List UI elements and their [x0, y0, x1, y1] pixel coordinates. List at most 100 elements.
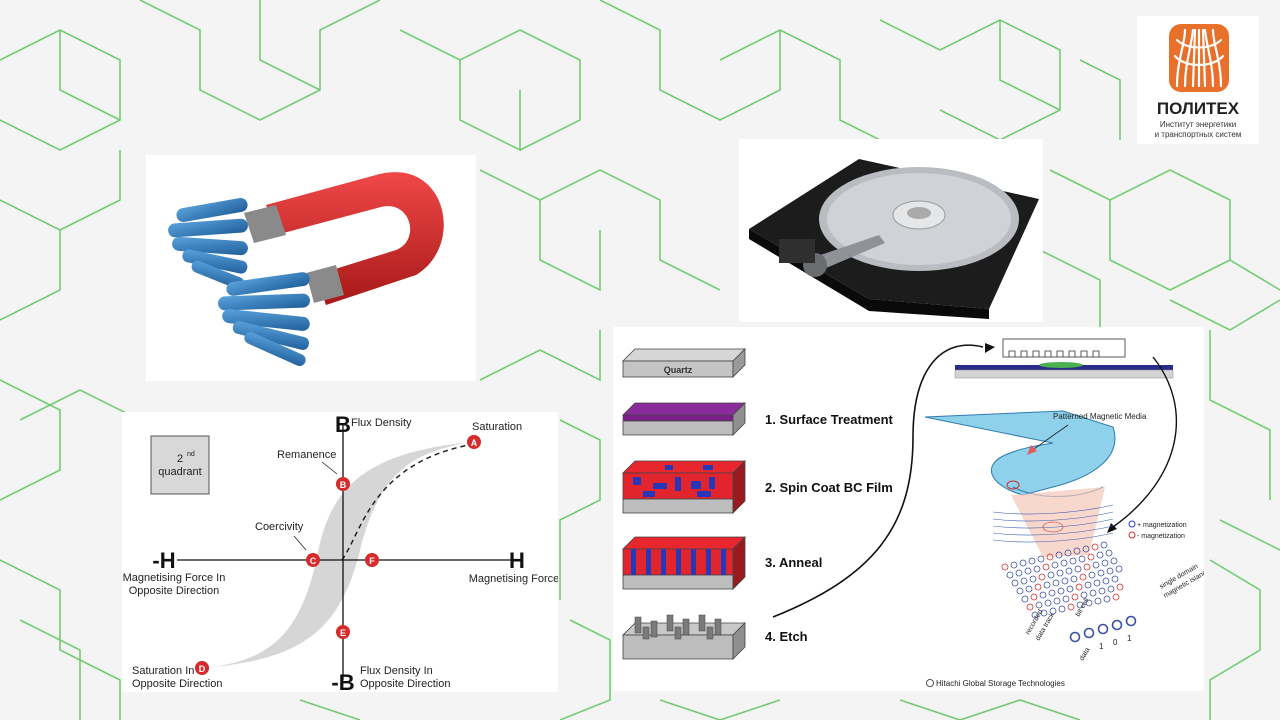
- island-dot: [1073, 547, 1081, 555]
- remanence-label: Remanence: [277, 449, 336, 461]
- island-dot: [1088, 571, 1096, 579]
- island-dot: [1105, 549, 1113, 557]
- step2-label: 2. Spin Coat BC Film: [765, 480, 893, 495]
- magnetising-force-opp-label-1: Magnetising Force In: [123, 572, 226, 584]
- svg-text:B: B: [340, 480, 347, 490]
- island-dot: [1055, 551, 1063, 559]
- island-dot: [1112, 593, 1120, 601]
- bit-1-label: 1: [1099, 642, 1104, 651]
- magnetising-force-opp-label-2: Opposite Direction: [129, 585, 220, 597]
- spin-coat-block: [622, 460, 746, 514]
- saturation-label: Saturation: [472, 421, 522, 433]
- island-dot: [1078, 555, 1086, 563]
- recorded-bit-dot: [1083, 627, 1095, 639]
- hysteresis-loop-diagram: 2 nd quadrant B Flux Density -B Flux Den…: [122, 412, 558, 692]
- island-dot: [1044, 599, 1052, 607]
- island-dot: [1049, 607, 1057, 615]
- axis-b-label: B: [335, 412, 351, 437]
- island-dot: [1103, 595, 1111, 603]
- island-dot: [1098, 587, 1106, 595]
- island-dot: [1062, 595, 1070, 603]
- island-dot: [1015, 569, 1023, 577]
- recorded-bit-dot: [1125, 615, 1137, 627]
- point-c-marker: C: [306, 553, 320, 567]
- island-dot: [1038, 573, 1046, 581]
- surface-treatment-block: [622, 402, 746, 436]
- island-dot: [1110, 557, 1118, 565]
- island-dot: [1016, 587, 1024, 595]
- etch-block: [622, 614, 746, 660]
- island-dot: [1089, 589, 1097, 597]
- recorded-bit-dot: [1069, 631, 1081, 643]
- island-dot: [1106, 567, 1114, 575]
- flux-density-opp-label-2: Opposite Direction: [360, 678, 451, 690]
- patterned-media-label: Patterned Magnetic Media: [1053, 412, 1147, 421]
- magnetic-hands-icon: [168, 197, 310, 366]
- saturation-opp-label-1: Saturation In: [132, 665, 194, 677]
- point-f-marker: F: [365, 553, 379, 567]
- island-dot: [1092, 561, 1100, 569]
- island-dot: [1091, 543, 1099, 551]
- hard-drive-icon: [749, 159, 1039, 319]
- quadrant-word: quadrant: [158, 466, 201, 478]
- island-dot: [1047, 571, 1055, 579]
- island-dot: [1011, 579, 1019, 587]
- minus-magnetization-label: - magnetization: [1137, 533, 1185, 540]
- island-dot: [1100, 541, 1108, 549]
- patterned-media-process-diagram: Quartz 1. Surface Treatment 2. Spin Coat…: [613, 327, 1204, 691]
- island-dot: [1084, 581, 1092, 589]
- logo-line2: и транспортных систем: [1155, 130, 1242, 139]
- process-flow-arrow: [772, 344, 984, 618]
- island-dot: [1058, 605, 1066, 613]
- island-dot: [1083, 563, 1091, 571]
- recorded-bit-dot: [1111, 619, 1123, 631]
- bit-3-label: 1: [1127, 634, 1132, 643]
- island-dot: [1065, 567, 1073, 575]
- island-dot: [1061, 577, 1069, 585]
- plus-magnetization-label: + magnetization: [1137, 522, 1187, 529]
- island-dot: [1057, 587, 1065, 595]
- island-dot: [1111, 575, 1119, 583]
- island-dot: [1094, 597, 1102, 605]
- island-dot: [1075, 583, 1083, 591]
- island-dot: [1031, 611, 1039, 619]
- quartz-substrate-block: Quartz: [622, 348, 746, 378]
- island-dot: [1102, 577, 1110, 585]
- island-dot: [1043, 581, 1051, 589]
- magnet-icon: [244, 172, 444, 305]
- island-dot: [1093, 579, 1101, 587]
- island-dot: [1116, 583, 1124, 591]
- quadrant-num: 2: [177, 453, 183, 465]
- point-b-marker: B: [336, 477, 350, 491]
- island-dot: [1076, 601, 1084, 609]
- island-dot: [1087, 553, 1095, 561]
- step4-label: 4. Etch: [765, 629, 808, 644]
- track-closeup: [992, 504, 1114, 543]
- bit-2-label: 0: [1113, 638, 1118, 647]
- horseshoe-magnet-image: [146, 155, 476, 381]
- island-dot: [1064, 549, 1072, 557]
- flux-density-opp-label-1: Flux Density In: [360, 665, 433, 677]
- initial-magnetization-curve: [341, 443, 475, 561]
- axis-h-label: H: [509, 548, 525, 573]
- saturation-opp-label-2: Opposite Direction: [132, 678, 223, 690]
- island-dot: [1097, 569, 1105, 577]
- island-dot: [1115, 565, 1123, 573]
- point-e-marker: E: [336, 625, 350, 639]
- island-dot: [1069, 557, 1077, 565]
- magnetising-force-label: Magnetising Force: [469, 573, 558, 585]
- axis-neg-b-label: -B: [331, 670, 354, 692]
- hysteresis-loop: [202, 442, 472, 668]
- politech-logo: ПОЛИТЕХ Институт энергетики и транспортн…: [1137, 16, 1259, 144]
- island-dot: [1096, 551, 1104, 559]
- island-dot: [1066, 585, 1074, 593]
- data-label: data: [1079, 647, 1092, 662]
- anneal-block: [622, 536, 746, 590]
- island-dot: [1028, 557, 1036, 565]
- island-dot: [1040, 609, 1048, 617]
- island-dot: [1037, 555, 1045, 563]
- island-dot: [1033, 565, 1041, 573]
- patterned-disk-icon: [924, 410, 1116, 557]
- island-dot: [1001, 563, 1009, 571]
